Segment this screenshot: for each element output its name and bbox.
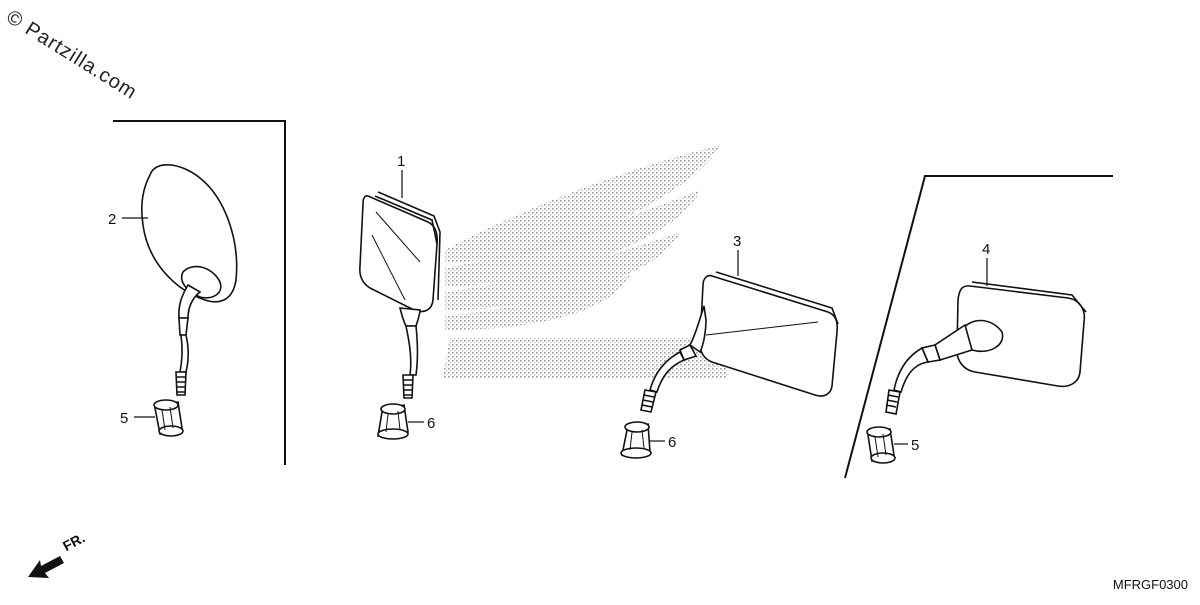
leader-lines	[122, 170, 988, 445]
bracket-right	[844, 175, 1113, 479]
mirror-part-1[interactable]	[359, 191, 441, 399]
mirror-part-4[interactable]	[885, 281, 1087, 415]
nut-part-5-left[interactable]	[153, 399, 184, 437]
nut-part-6-center[interactable]	[620, 421, 652, 459]
bracket-left	[113, 120, 286, 465]
front-arrow-icon	[28, 556, 64, 578]
callout-3[interactable]: 3	[733, 233, 741, 250]
diagram-code: MFRGF0300	[1112, 577, 1188, 592]
callout-5-left[interactable]: 5	[120, 410, 128, 427]
callout-2[interactable]: 2	[108, 211, 116, 228]
callout-4[interactable]: 4	[982, 241, 990, 258]
callout-5-right[interactable]: 5	[911, 437, 919, 454]
callout-6-center[interactable]: 6	[668, 434, 676, 451]
nut-part-6-left[interactable]	[377, 403, 409, 440]
mirror-part-3[interactable]	[640, 271, 839, 413]
wing-logo-watermark	[442, 145, 728, 378]
callout-1[interactable]: 1	[397, 153, 405, 170]
mirror-part-2[interactable]	[141, 164, 238, 396]
nut-part-5-right[interactable]	[866, 426, 896, 464]
callout-6-left[interactable]: 6	[427, 415, 435, 432]
